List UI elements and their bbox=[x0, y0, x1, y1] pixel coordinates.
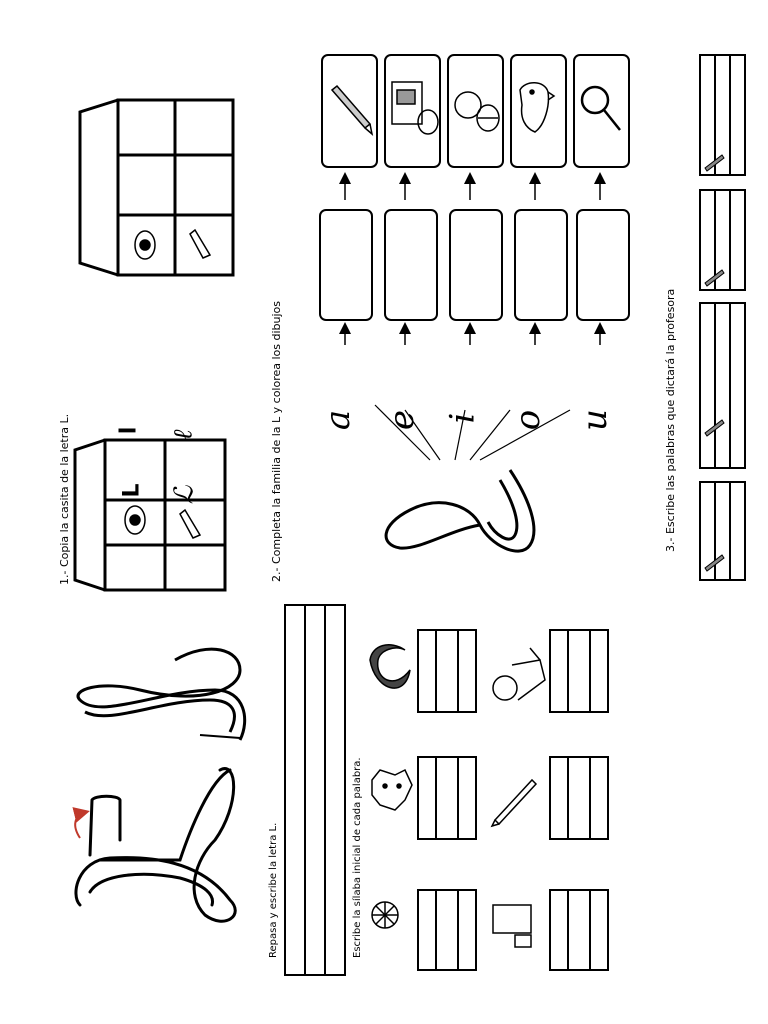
moon-icon bbox=[369, 644, 411, 689]
vowel-a: a bbox=[318, 409, 359, 431]
magnifier-icon bbox=[580, 85, 621, 131]
red-stroke-arrow bbox=[72, 807, 90, 839]
syllable-answer-boxes bbox=[319, 209, 630, 321]
pencil-icon bbox=[179, 228, 212, 539]
lion-icon bbox=[492, 647, 546, 701]
dictation-writing-strips bbox=[699, 54, 746, 581]
instruction-copy-house: 1.- Copia la casita de la letra L. bbox=[58, 413, 71, 585]
instruction-initial-syllable: Escribe la sílaba inicial de cada palabr… bbox=[352, 757, 363, 958]
vowel-arrows bbox=[339, 322, 606, 345]
big-script-l-outline bbox=[76, 647, 247, 741]
wolf-icon bbox=[371, 768, 413, 811]
family-connector-lines bbox=[374, 404, 571, 461]
milk-icon bbox=[391, 81, 439, 135]
pencil-icon bbox=[490, 778, 538, 828]
lemon-icon bbox=[371, 901, 399, 929]
pencil-icon bbox=[704, 154, 725, 572]
vowel-e: e bbox=[382, 409, 423, 431]
syllable-writing-boxes bbox=[417, 629, 609, 971]
house-script-lower: ℓ bbox=[168, 429, 199, 441]
instruction-trace-letter: Repasa y escribe la letra L. bbox=[268, 822, 279, 958]
big-script-L-outline bbox=[74, 767, 237, 923]
instruction-complete-family: 2.- Completa la familia de la L y colore… bbox=[270, 300, 283, 582]
lemon-icon bbox=[454, 91, 500, 132]
vowel-u: u bbox=[574, 409, 615, 431]
parrot-icon bbox=[519, 82, 556, 133]
vowel-o: o bbox=[508, 409, 549, 431]
house-print-upper: L bbox=[119, 483, 145, 498]
instruction-dictation: 3.- Escribe las palabras que dictará la … bbox=[664, 288, 677, 552]
house-script-upper: ℒ bbox=[169, 485, 200, 505]
empty-house-outline bbox=[78, 98, 235, 277]
vowel-i: i bbox=[442, 412, 483, 424]
house-print-lower: l bbox=[116, 426, 142, 435]
eye-icon bbox=[124, 230, 156, 535]
trace-writing-lines bbox=[284, 604, 346, 976]
pencil-icon bbox=[330, 84, 374, 136]
milk-icon bbox=[492, 904, 532, 948]
box-arrows bbox=[339, 172, 606, 200]
family-picture-boxes bbox=[321, 54, 630, 168]
letter-house-outline bbox=[73, 438, 227, 592]
family-script-l-outline bbox=[384, 469, 536, 553]
